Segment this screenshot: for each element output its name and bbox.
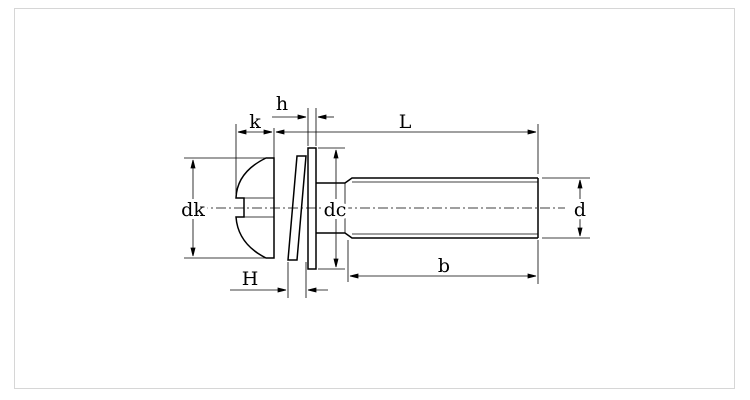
- label-dc: dc: [324, 199, 347, 221]
- label-L: L: [399, 111, 412, 133]
- diagram-frame: [14, 8, 735, 389]
- dimension-dk: [184, 157, 270, 259]
- label-h: h: [276, 93, 288, 115]
- screw-shank: [316, 177, 539, 239]
- dimension-d: [542, 177, 590, 239]
- dimension-L: [273, 124, 539, 174]
- spring-washer: [287, 155, 307, 261]
- dimension-dc: [318, 147, 345, 270]
- dimension-H: [230, 262, 328, 298]
- label-H: H: [242, 268, 259, 290]
- dimension-h: [272, 108, 334, 146]
- label-b: b: [438, 255, 450, 277]
- dimension-k: [235, 124, 273, 194]
- label-d: d: [574, 199, 586, 221]
- screw-head: [235, 157, 275, 259]
- dimension-b: [347, 240, 539, 284]
- label-k: k: [249, 111, 261, 133]
- flat-washer: [307, 147, 317, 270]
- label-dk: dk: [181, 199, 205, 221]
